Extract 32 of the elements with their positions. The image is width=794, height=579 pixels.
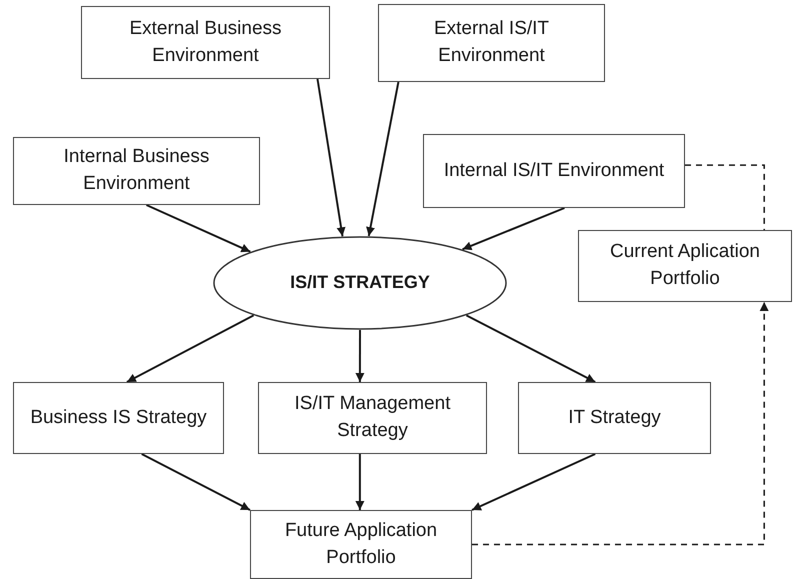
process-box [378, 4, 605, 82]
process-box [13, 382, 224, 454]
box-label: IT Strategy [568, 406, 661, 430]
dashed-arrow [472, 302, 769, 546]
box-label: IS/IT Management Strategy [294, 392, 452, 443]
box-label: Internal Business Environment [62, 145, 210, 196]
process-box [250, 510, 472, 579]
box-label: External Business Environment [128, 16, 283, 68]
arrow [316, 78, 346, 236]
ellipse-label: IS/IT STRATEGY [290, 271, 430, 294]
arrow [355, 330, 364, 382]
arrow [141, 453, 250, 511]
box-label: External IS/IT Environment [432, 17, 550, 68]
arrow [472, 453, 596, 511]
strategy-ellipse [213, 236, 507, 330]
box-label: Future Application Portfolio [284, 518, 438, 570]
process-box [423, 134, 685, 208]
arrow [466, 314, 596, 383]
arrow [355, 454, 364, 510]
dashed-connector [685, 164, 765, 230]
process-box [578, 230, 792, 302]
box-label: Internal IS/IT Environment [444, 158, 664, 183]
arrow [126, 314, 254, 383]
box-label: Current Aplication Portfolio [609, 240, 761, 291]
process-box [258, 382, 487, 454]
box-label: Business IS Strategy [30, 406, 207, 430]
process-box [13, 137, 260, 205]
process-box [81, 6, 330, 79]
process-box [518, 382, 711, 454]
arrow [146, 204, 251, 253]
arrow [366, 82, 400, 236]
arrow [462, 207, 565, 250]
